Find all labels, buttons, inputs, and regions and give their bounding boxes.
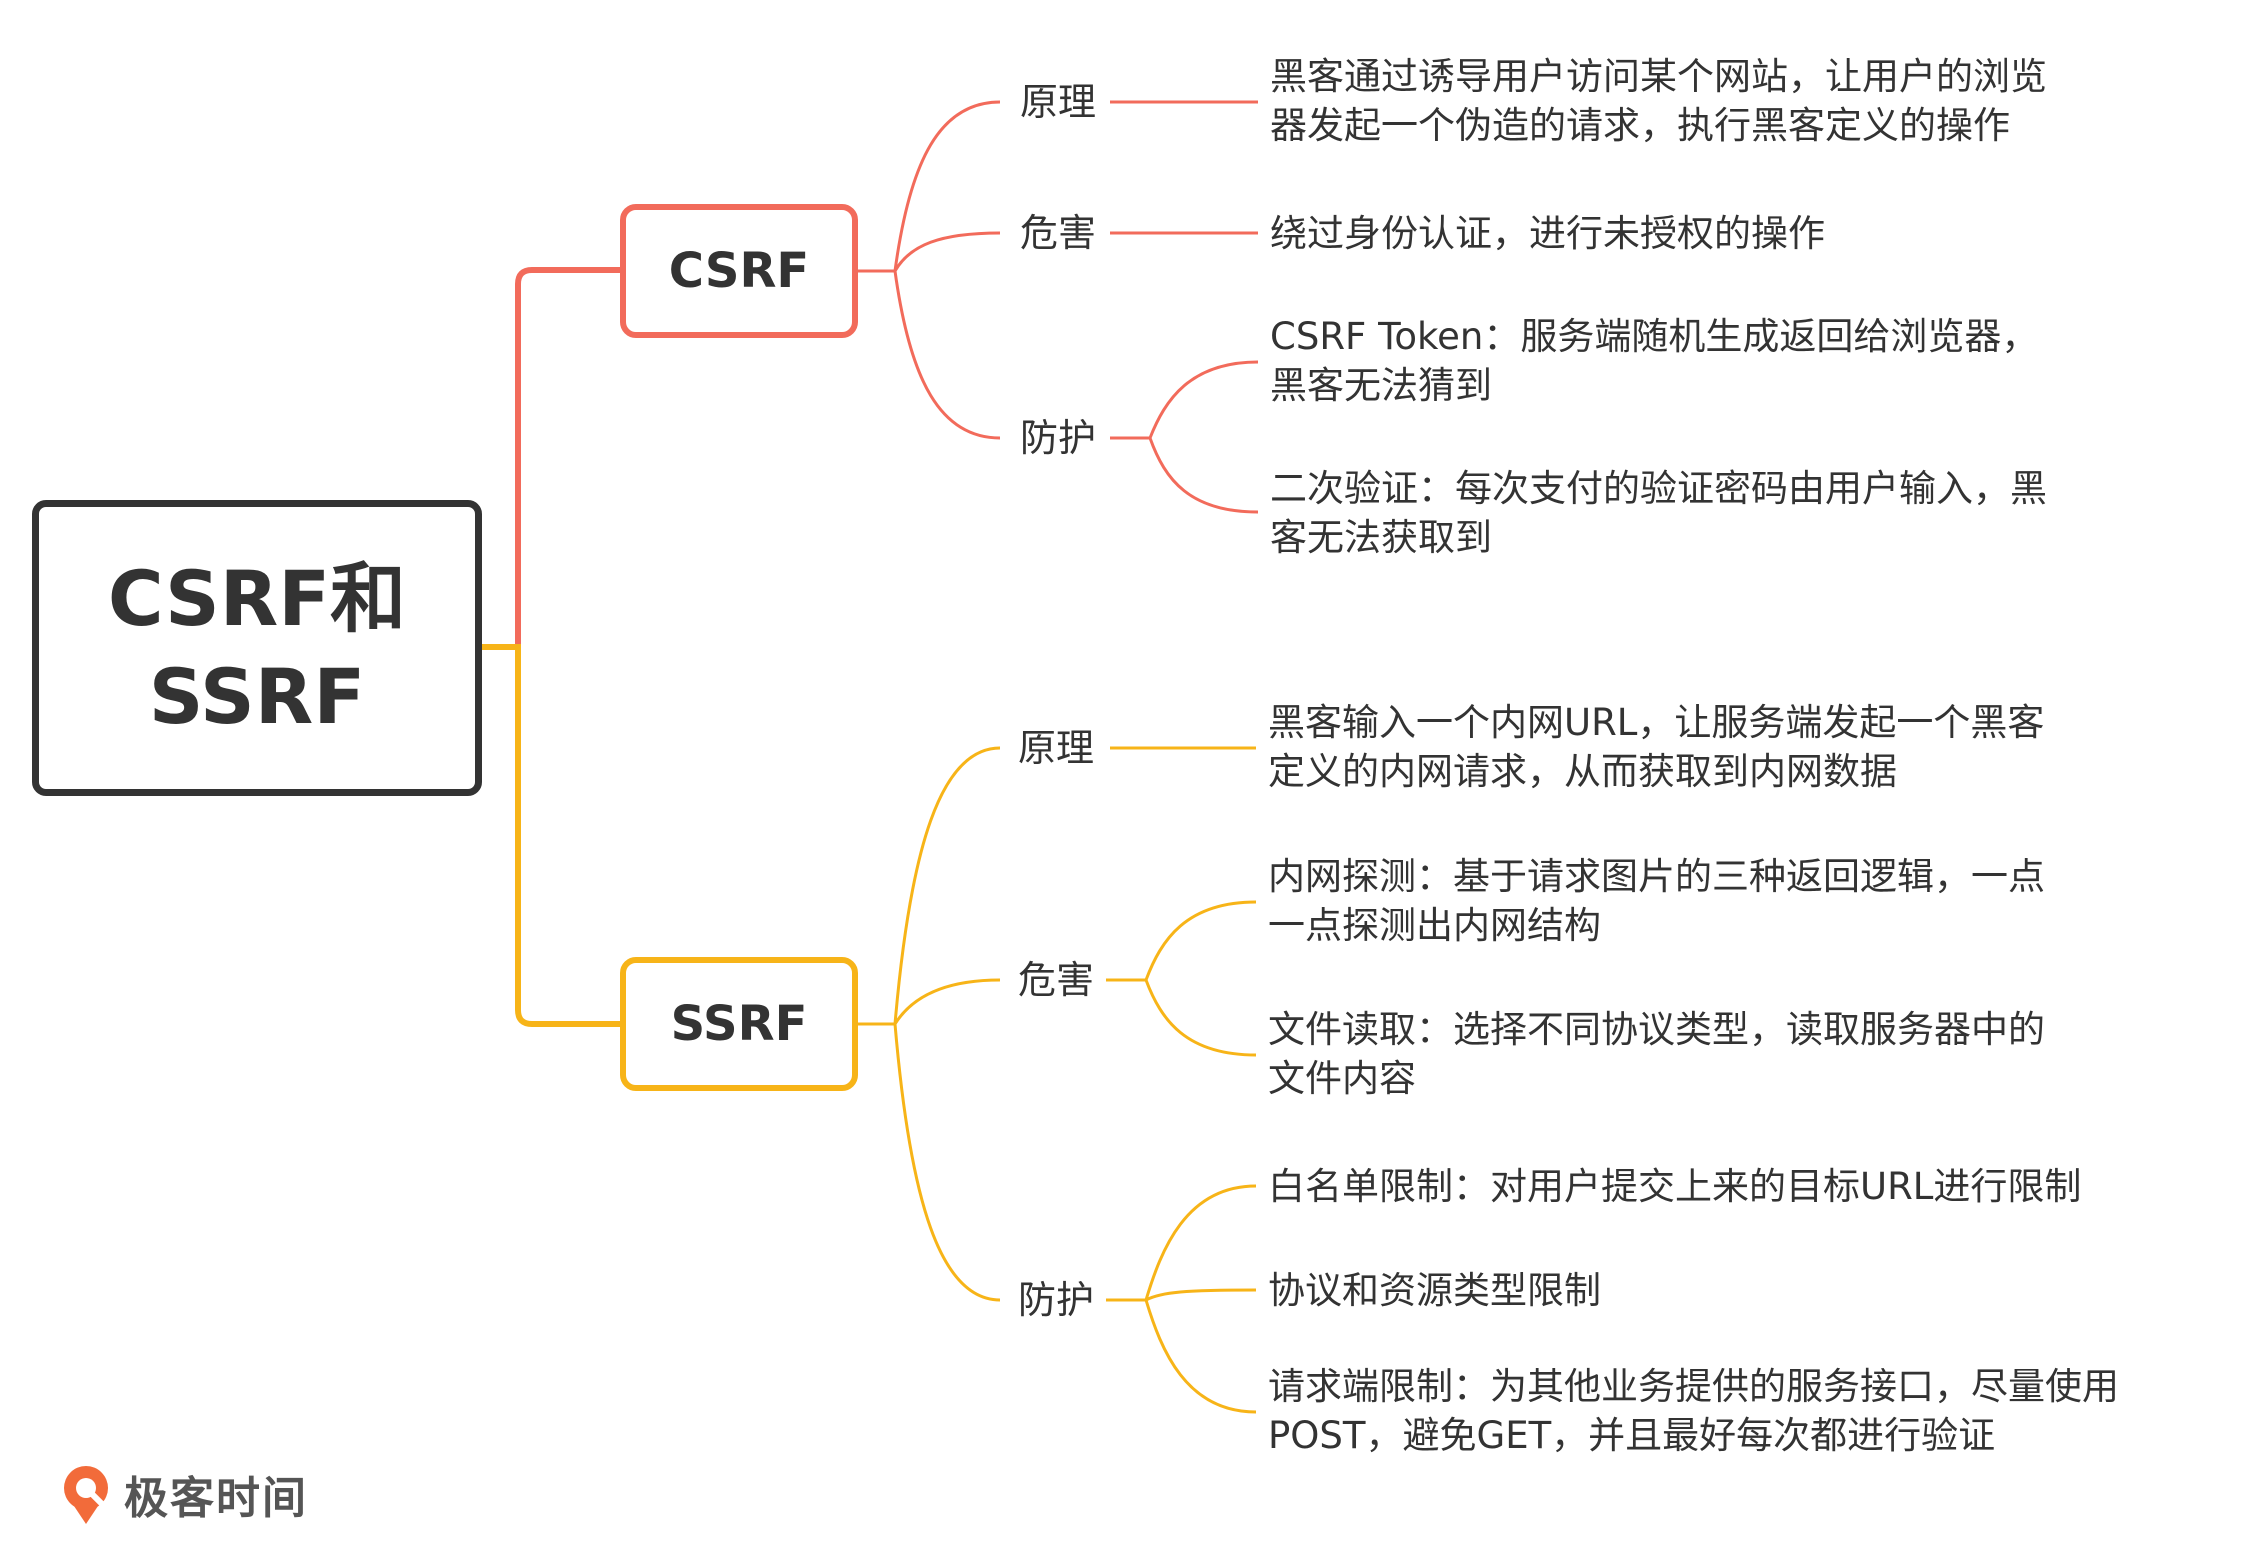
geektime-logo-icon — [64, 1466, 108, 1524]
csrf-defense-fork — [1110, 360, 1259, 514]
ssrf-defense-node[interactable]: 防护 — [1018, 1278, 1095, 1322]
ssrf-node[interactable]: SSRF — [620, 957, 858, 1091]
geektime-logo: 极客时间 — [58, 1462, 308, 1526]
root-title-line2: SSRF — [148, 652, 366, 741]
csrf-node[interactable]: CSRF — [620, 204, 858, 338]
ssrf-defense-item-3: 请求端限制：为其他业务提供的服务接口，尽量使用 POST，避免GET，并且最好每… — [1268, 1365, 2119, 1457]
ssrf-defense-item-1: 白名单限制：对用户提交上来的目标URL进行限制 — [1268, 1165, 2082, 1208]
csrf-to-principle-connector — [858, 100, 1001, 273]
ssrf-label: SSRF — [670, 996, 808, 1052]
ssrf-to-principle-connector — [858, 746, 1001, 1026]
ssrf-defense-fork — [1106, 1184, 1257, 1414]
ssrf-principle-node[interactable]: 原理 — [1018, 726, 1095, 770]
csrf-to-defense-connector — [893, 270, 1001, 440]
csrf-defense-item-1: CSRF Token：服务端随机生成返回给浏览器， 黑客无法猜到 — [1270, 315, 2039, 407]
ssrf-harm-node[interactable]: 危害 — [1018, 958, 1095, 1002]
root-node[interactable]: CSRF和 SSRF — [32, 500, 482, 796]
csrf-defense-node[interactable]: 防护 — [1020, 416, 1097, 460]
ssrf-to-harm-connector — [893, 978, 1001, 1025]
root-to-ssrf-connector — [479, 644, 623, 1027]
ssrf-to-defense-connector — [893, 1023, 1001, 1302]
csrf-principle-text: 黑客通过诱导用户访问某个网站，让用户的浏览 器发起一个伪造的请求，执行黑客定义的… — [1270, 55, 2047, 147]
root-title-line1: CSRF和 — [107, 554, 407, 643]
csrf-principle-node[interactable]: 原理 — [1020, 80, 1097, 124]
ssrf-harm-item-2: 文件读取：选择不同协议类型，读取服务器中的 文件内容 — [1268, 1008, 2045, 1100]
ssrf-harm-item-1: 内网探测：基于请求图片的三种返回逻辑，一点 一点探测出内网结构 — [1268, 855, 2045, 947]
ssrf-harm-fork — [1106, 900, 1257, 1057]
csrf-label: CSRF — [668, 243, 810, 299]
csrf-to-harm-connector — [893, 231, 1001, 272]
root-to-csrf-connector — [479, 267, 623, 650]
ssrf-principle-text: 黑客输入一个内网URL，让服务端发起一个黑客 定义的内网请求，从而获取到内网数据 — [1268, 701, 2045, 793]
ssrf-defense-item-2: 协议和资源类型限制 — [1268, 1269, 1601, 1312]
csrf-defense-item-2: 二次验证：每次支付的验证密码由用户输入，黑 客无法获取到 — [1270, 467, 2047, 559]
logo-text: 极客时间 — [124, 1473, 308, 1524]
csrf-harm-node[interactable]: 危害 — [1020, 211, 1097, 255]
csrf-harm-text: 绕过身份认证，进行未授权的操作 — [1270, 212, 1825, 255]
